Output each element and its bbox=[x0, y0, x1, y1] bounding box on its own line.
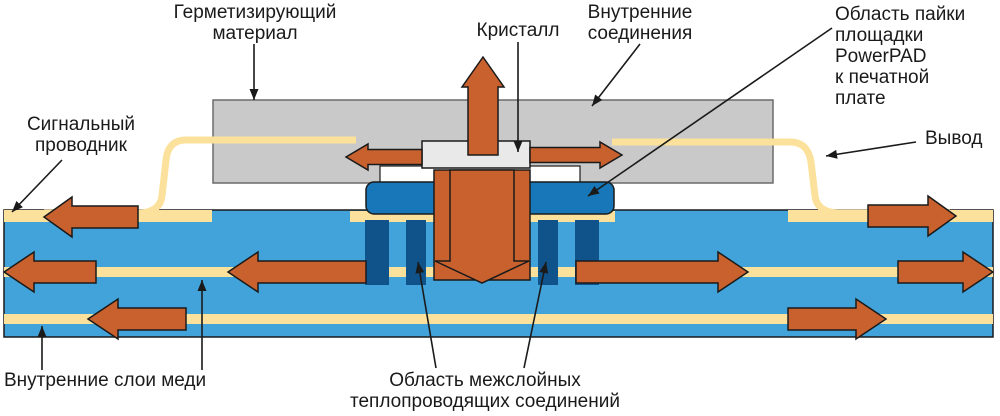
leader-inner-layers-1-head bbox=[37, 326, 47, 337]
arrow-up bbox=[460, 55, 506, 156]
leader-crystal-head bbox=[513, 141, 523, 152]
left-lead bbox=[44, 136, 356, 217]
leader-vias-2 bbox=[523, 261, 547, 369]
heat-flow-arrows bbox=[2, 55, 995, 341]
label-powerpad-area: Область пайки площадки PowerPAD к печатн… bbox=[835, 4, 966, 109]
label-thermal-vias-area: Область межслойных теплопроводящих соеди… bbox=[350, 370, 620, 412]
arrow-l1-right-1 bbox=[575, 250, 750, 294]
arrow-l1-right-2 bbox=[897, 250, 995, 294]
arrow-top-right bbox=[867, 194, 958, 238]
arrow-l1-left-1 bbox=[2, 250, 97, 294]
arrow-die-left bbox=[344, 142, 423, 172]
leader-internal-connections bbox=[591, 43, 641, 107]
thermal-via bbox=[406, 220, 426, 285]
thermal-via bbox=[538, 220, 558, 285]
leader-lead bbox=[825, 141, 917, 157]
inner-copper-layer-2 bbox=[4, 314, 993, 324]
leader-lead-head bbox=[826, 149, 838, 159]
leader-internal-connections-head bbox=[592, 94, 603, 106]
arrow-top-left bbox=[42, 195, 139, 239]
arrow-l1-left-2 bbox=[226, 250, 367, 294]
label-sealant: Герметизирующий материал bbox=[173, 2, 337, 44]
label-internal-connections: Внутренние соединения bbox=[587, 2, 693, 44]
label-lead: Вывод bbox=[925, 128, 983, 149]
leader-vias-2-head bbox=[539, 262, 549, 274]
arrow-l2-right bbox=[787, 297, 888, 341]
leader-vias-1 bbox=[417, 261, 437, 369]
leader-vias-1-head bbox=[415, 262, 425, 274]
right-lead bbox=[612, 138, 950, 217]
leader-lines bbox=[11, 27, 917, 370]
leader-signal-conductor-head bbox=[12, 200, 23, 212]
leader-signal-conductor bbox=[11, 159, 63, 213]
label-signal-conductor: Сигнальный проводник bbox=[26, 114, 136, 156]
leader-sealant-head bbox=[249, 89, 259, 100]
label-inner-copper-layers: Внутренние слои меди bbox=[4, 370, 207, 391]
leader-inner-layers-2-head bbox=[197, 280, 207, 291]
label-crystal: Кристалл bbox=[476, 20, 560, 41]
leader-powerpad bbox=[587, 27, 833, 197]
arrow-l2-left bbox=[86, 297, 187, 341]
arrow-down bbox=[434, 169, 530, 284]
arrow-die-right bbox=[529, 140, 624, 170]
thermal-via bbox=[365, 220, 389, 285]
leader-powerpad-head bbox=[588, 186, 600, 196]
